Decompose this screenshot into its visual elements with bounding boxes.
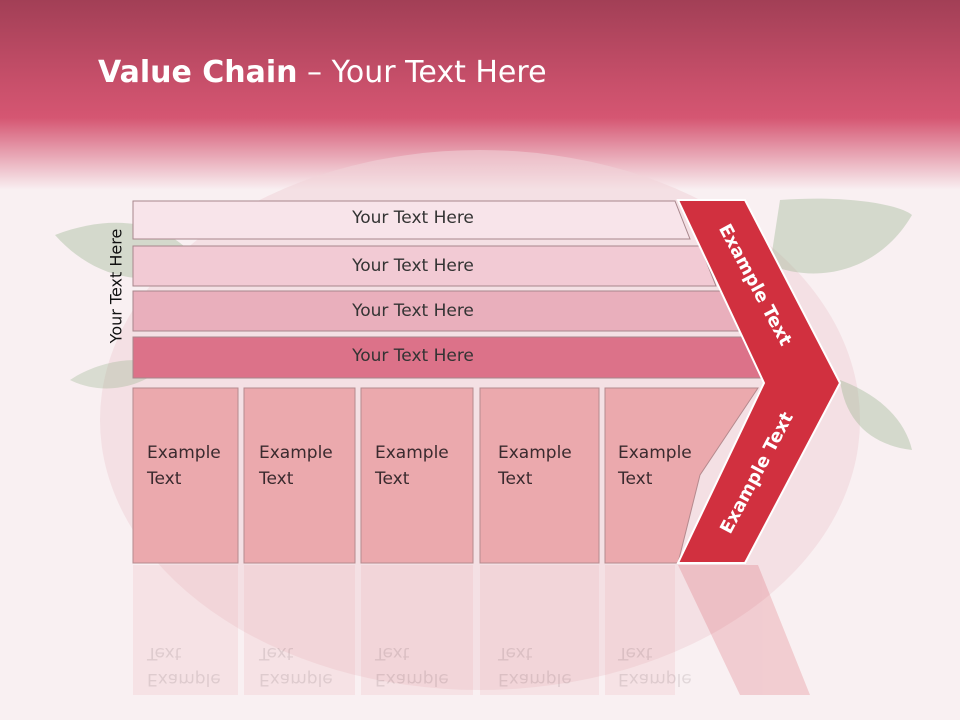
primary-box-4 xyxy=(479,387,600,564)
margin-chevron xyxy=(676,199,842,564)
leaf-right-lower-shape xyxy=(840,380,912,450)
primary-box-5 xyxy=(604,387,759,564)
title-bold: Value Chain xyxy=(98,55,298,90)
primary-box-1 xyxy=(132,387,239,564)
primary-box-2 xyxy=(243,387,356,564)
support-row-3-label: Your Text Here xyxy=(352,301,474,321)
support-row-4-label: Your Text Here xyxy=(352,346,474,366)
support-row-1-bar xyxy=(132,200,691,240)
leaf-right-shape xyxy=(770,198,912,274)
side-label: Your Text Here xyxy=(106,228,126,344)
primary-box-3 xyxy=(360,387,474,564)
title-rest: – Your Text Here xyxy=(297,55,547,90)
support-row-2-label: Your Text Here xyxy=(352,256,474,276)
slide-title: Value Chain – Your Text Here xyxy=(98,55,547,90)
support-row-1-label: Your Text Here xyxy=(352,208,474,228)
support-row-2-bar xyxy=(132,245,717,287)
reflection-group xyxy=(133,565,810,695)
